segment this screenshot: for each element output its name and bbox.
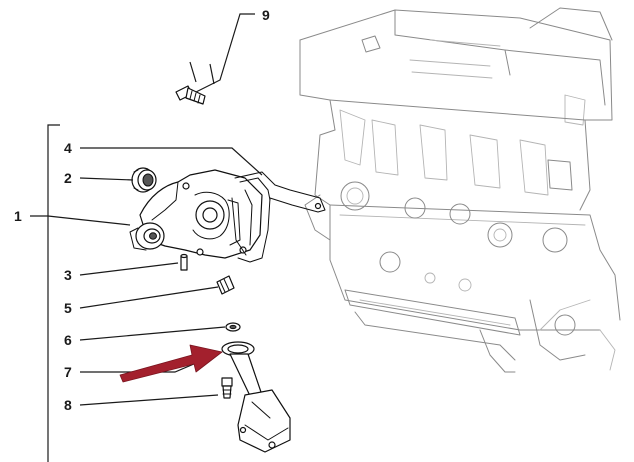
bracket-line [47, 124, 60, 462]
callout-5: 5 [64, 300, 72, 316]
stud [216, 275, 235, 295]
callout-8: 8 [64, 397, 72, 413]
oil-seal [131, 167, 157, 193]
highlight-arrow [119, 344, 223, 383]
engine-block-drawing [299, 7, 621, 373]
callout-1: 1 [14, 208, 22, 224]
callout-2: 2 [64, 170, 72, 186]
callout-7: 7 [64, 364, 72, 380]
callout-4: 4 [64, 140, 72, 156]
washer [225, 322, 241, 332]
callout-numbers: 1 2 3 4 5 6 7 8 9 [14, 7, 270, 413]
screw [221, 377, 233, 399]
dowel-pin [180, 253, 188, 271]
oil-pickup-pipe [221, 341, 291, 453]
bolt-9 [175, 85, 206, 105]
red-arrow-icon [119, 344, 223, 383]
oil-pump-assembly [129, 169, 263, 259]
callout-9: 9 [262, 7, 270, 23]
callout-3: 3 [64, 267, 72, 283]
callout-6: 6 [64, 332, 72, 348]
pump-gasket [231, 171, 326, 263]
